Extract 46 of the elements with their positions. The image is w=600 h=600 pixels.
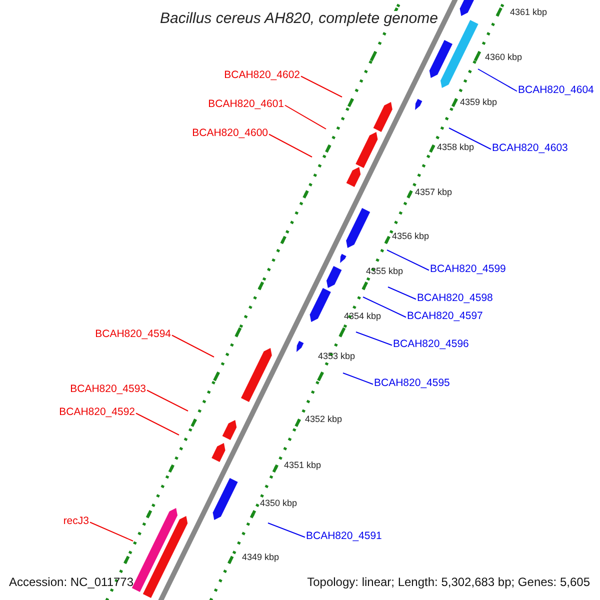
leader-line xyxy=(388,286,416,300)
accession-text: Accession: NC_011773 xyxy=(9,576,134,588)
gene-label: BCAH820_4604 xyxy=(518,85,594,96)
title: Bacillus cereus AH820, complete genome xyxy=(160,11,438,26)
gene-label: BCAH820_4600 xyxy=(192,128,268,138)
tick-label: 4361 kbp xyxy=(510,8,548,17)
leader-line xyxy=(342,372,374,385)
tick-label: 4358 kbp xyxy=(437,143,474,152)
gene-label: BCAH820_4594 xyxy=(95,329,171,340)
gene-label: recJ3 xyxy=(63,516,89,526)
tick-label: 4351 kbp xyxy=(284,461,322,470)
leader-line xyxy=(284,104,326,130)
tick-label: 4355 kbp xyxy=(366,267,404,276)
tick-label: 4357 kbp xyxy=(415,188,452,197)
leader-line xyxy=(90,522,134,542)
leader-line xyxy=(268,522,306,538)
leader-line xyxy=(448,128,492,150)
tick-label: 4353 kbp xyxy=(318,352,356,361)
gene-label: BCAH820_4603 xyxy=(492,143,568,154)
tick-label: 4360 kbp xyxy=(485,53,522,62)
leader-line xyxy=(172,334,214,358)
gene-label: BCAH820_4596 xyxy=(393,339,469,350)
leader-line xyxy=(136,412,180,436)
tick-label: 4349 kbp xyxy=(242,553,280,562)
gene-label: BCAH820_4591 xyxy=(306,531,382,542)
gene-label: BCAH820_4593 xyxy=(70,384,146,394)
gene-label: BCAH820_4599 xyxy=(430,264,506,274)
gene-label: BCAH820_4598 xyxy=(417,293,493,304)
tick-label: 4356 kbp xyxy=(392,232,430,241)
leader-line xyxy=(268,134,312,158)
genome-summary: Topology: linear; Length: 5,302,683 bp; Genes: 5,605 xyxy=(307,576,590,588)
tick-label: 4354 kbp xyxy=(344,312,382,321)
leader-line xyxy=(362,296,406,318)
gene-label: BCAH820_4601 xyxy=(208,99,284,110)
leader-line xyxy=(386,250,430,271)
tick-label: 4352 kbp xyxy=(305,415,342,424)
tick-label: 4350 kbp xyxy=(260,499,298,508)
leader-line xyxy=(146,390,188,412)
gene-label: BCAH820_4602 xyxy=(224,70,300,80)
gene-label: BCAH820_4597 xyxy=(407,311,483,322)
gene-label: BCAH820_4592 xyxy=(59,407,135,418)
leader-line xyxy=(356,332,392,346)
gene-label: BCAH820_4595 xyxy=(374,378,450,388)
leader-line xyxy=(478,68,518,92)
tick-label: 4359 kbp xyxy=(460,98,498,107)
leader-line xyxy=(300,76,342,98)
